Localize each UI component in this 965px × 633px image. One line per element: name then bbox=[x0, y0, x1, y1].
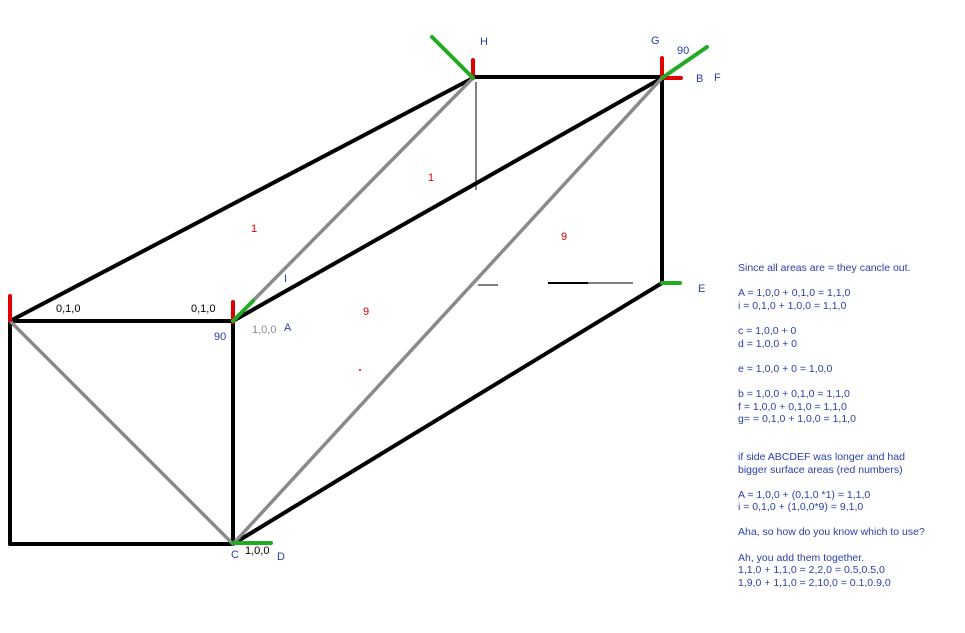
note-line: 1,1,0 + 1,1,0 = 2,2,0 = 0.5,0.5,0 bbox=[738, 564, 885, 577]
note-line bbox=[738, 514, 963, 527]
edge-c-to-e bbox=[231, 281, 664, 546]
label-vec-a-edge: 0,1,0 bbox=[191, 303, 215, 315]
edge-a-to-g bbox=[231, 76, 664, 323]
note-line: A = 1,0,0 + 0,1,0 = 1,1,0 bbox=[738, 287, 851, 300]
note-line bbox=[738, 275, 963, 288]
area-numbers: 1 1 9 9 bbox=[251, 172, 567, 318]
stray-dot bbox=[359, 369, 361, 371]
label-g: G bbox=[651, 35, 660, 47]
normal-h-green bbox=[430, 35, 475, 80]
note-line bbox=[738, 438, 963, 451]
diagonals bbox=[8, 76, 664, 546]
note-line: f = 1,0,0 + 0,1,0 = 1,1,0 bbox=[738, 400, 847, 413]
note-line: i = 0,1,0 + (1,0,0*9) = 9,1,0 bbox=[738, 501, 864, 514]
note-line bbox=[738, 539, 963, 552]
diagonal-c-to-g bbox=[231, 76, 664, 546]
note-line: Aha, so how do you know which to use? bbox=[738, 526, 925, 539]
note-line bbox=[738, 476, 963, 489]
label-a: A bbox=[284, 322, 292, 334]
vertex-labels: H G 90 B F E A 90 1,0,0 C 1,0,0 D I 0,1,… bbox=[56, 35, 721, 563]
area-left-top: 1 bbox=[251, 223, 257, 235]
note-line: i = 0,1,0 + 1,0,0 = 1,1,0 bbox=[738, 299, 847, 312]
area-right: 9 bbox=[561, 231, 567, 243]
normal-a-green bbox=[231, 299, 255, 323]
diagonal-a-to-h bbox=[231, 76, 475, 323]
note-line bbox=[738, 375, 963, 388]
label-vec-left-edge: 0,1,0 bbox=[56, 303, 80, 315]
label-vec-a: 1,0,0 bbox=[252, 324, 276, 336]
note-line bbox=[738, 350, 963, 363]
hidden-lines bbox=[475, 82, 633, 286]
label-angle-top: 90 bbox=[677, 45, 689, 57]
label-i: I bbox=[284, 273, 287, 285]
note-line: g= = 0,1,0 + 1,0,0 = 1,1,0 bbox=[738, 413, 856, 426]
note-line: e = 1,0,0 + 0 = 1,0,0 bbox=[738, 362, 833, 375]
note-line: 1,9,0 + 1,1,0 = 2,10,0 = 0.1,0.9,0 bbox=[738, 576, 891, 589]
label-e: E bbox=[698, 283, 705, 295]
box-edges bbox=[8, 75, 664, 546]
explanation-notes: Since all areas are = they cancle out. A… bbox=[738, 262, 963, 589]
note-line: bigger surface areas (red numbers) bbox=[738, 463, 903, 476]
note-line: Since all areas are = they cancle out. bbox=[738, 262, 911, 274]
note-line: c = 1,0,0 + 0 bbox=[738, 324, 797, 337]
area-top-mid: 1 bbox=[428, 172, 434, 184]
label-d: D bbox=[277, 551, 285, 563]
normal-vectors bbox=[8, 35, 709, 545]
label-angle-left: 90 bbox=[214, 331, 226, 343]
label-h: H bbox=[480, 36, 488, 48]
edge-left-to-h bbox=[8, 76, 475, 323]
note-line: A = 1,0,0 + (0,1,0 *1) = 1,1,0 bbox=[738, 488, 871, 501]
label-c: C bbox=[231, 549, 239, 561]
note-line: Ah, you add them together. bbox=[738, 551, 865, 564]
note-line: d = 1,0,0 + 0 bbox=[738, 337, 797, 350]
note-line: b = 1,0,0 + 0,1,0 = 1,1,0 bbox=[738, 387, 850, 400]
label-b: B bbox=[696, 73, 703, 85]
diagonal-left-to-c bbox=[8, 319, 235, 546]
label-f: F bbox=[714, 72, 721, 84]
note-line bbox=[738, 312, 963, 325]
note-line: if side ABCDEF was longer and had bbox=[738, 450, 905, 463]
area-front-mid: 9 bbox=[363, 306, 369, 318]
label-vec-c: 1,0,0 bbox=[245, 545, 269, 557]
normal-g-green bbox=[660, 45, 709, 80]
note-line bbox=[738, 426, 963, 439]
